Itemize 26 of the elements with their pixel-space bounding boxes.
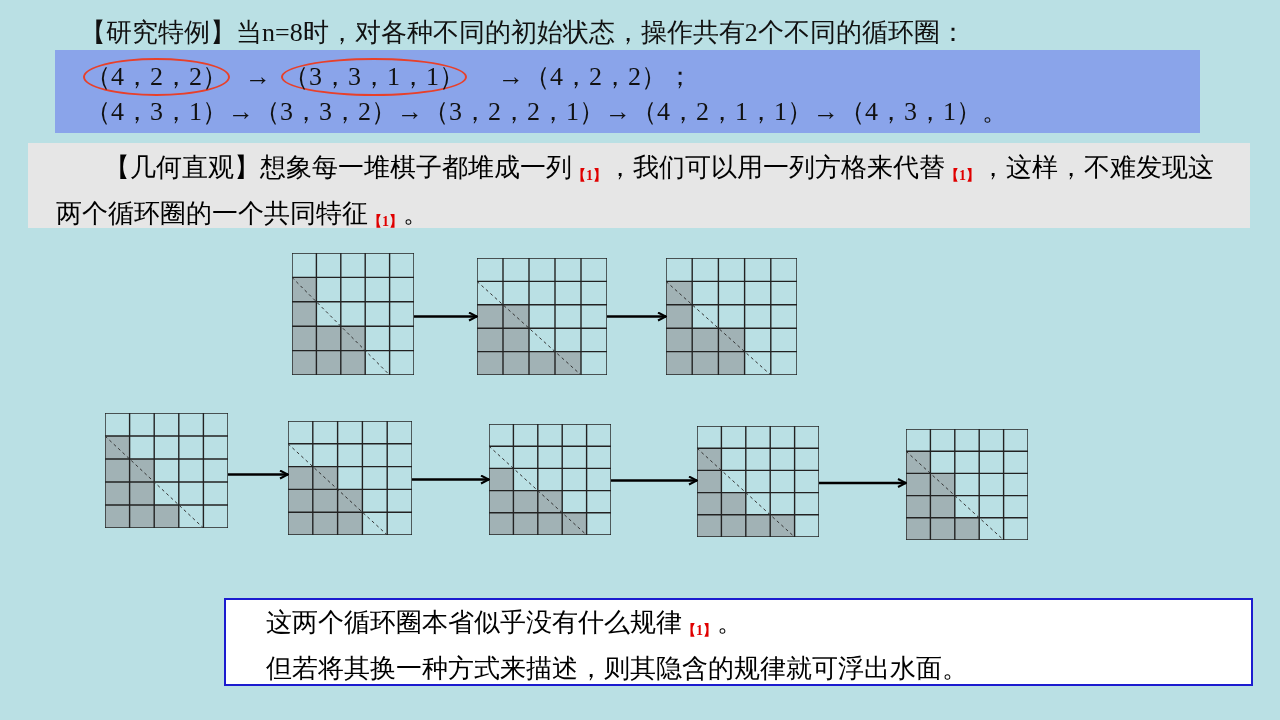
- grid-drawing: [105, 413, 228, 528]
- arrow: [611, 475, 698, 486]
- grid-drawing: [477, 258, 607, 375]
- sequence-text: →: [245, 62, 271, 92]
- grid-drawing: [489, 424, 611, 535]
- grid-drawing: [288, 421, 412, 535]
- sequence-text: （4，3，1）→（3，3，2）→（3，2，2，1）→（4，2，1，1）→（4，3，1）。: [85, 97, 1008, 127]
- arrow: [607, 311, 667, 322]
- grid-drawing: [697, 426, 819, 537]
- grid-drawing: [292, 253, 414, 375]
- arrow: [228, 469, 289, 480]
- arrow: [412, 474, 490, 485]
- paragraph-text: 但若将其换一种方式来描述，则其隐含的规律就可浮出水面。: [266, 653, 969, 685]
- grid-drawing: [906, 429, 1028, 540]
- arrow: [414, 311, 478, 322]
- paragraph-text: 【几何直观】想象每一堆棋子都堆成一列$_{【1】}$，我们可以用一列方格来代替$_{【1】}$，这样，不难发现这两个循环圈的一个共同特征$_{【1】}$。: [56, 152, 1215, 231]
- heading-text: 【研究特例】当n=8时，对各种不同的初始状态，操作共有2个不同的循环圈：: [80, 18, 966, 48]
- circled-text: （4，2，2）: [83, 58, 230, 96]
- circled-text: （3，3，1，1）: [281, 58, 467, 96]
- grid-drawing: [666, 258, 797, 375]
- text-panel: [28, 143, 1250, 228]
- sequence-band: [55, 50, 1200, 133]
- sequence-text: →（4，2，2）；: [498, 62, 693, 92]
- note-box: [224, 598, 1253, 686]
- paragraph-text: 这两个循环圈本省似乎没有什么规律$_{【1】}$。: [266, 607, 744, 640]
- arrow: [819, 478, 907, 488]
